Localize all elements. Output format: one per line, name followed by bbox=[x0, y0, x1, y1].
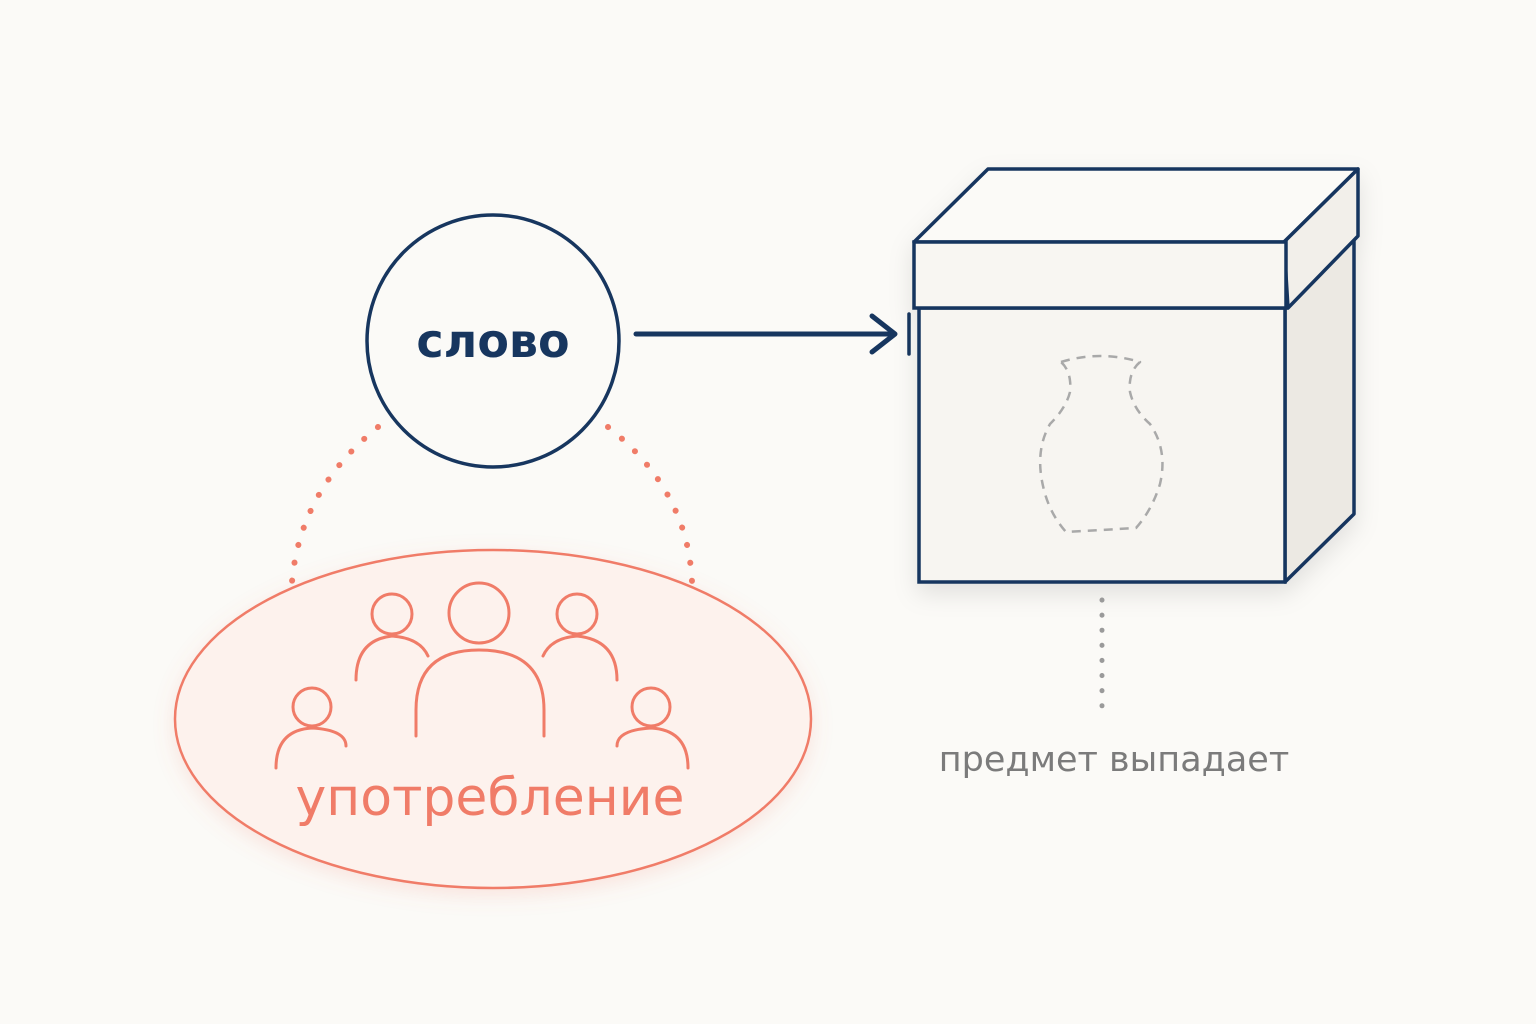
caption-label: предмет выпадает bbox=[939, 740, 1289, 780]
vase-outline-icon bbox=[1038, 354, 1164, 534]
word-node: слово bbox=[365, 213, 621, 469]
box-lid-top bbox=[912, 167, 1360, 244]
usage-group: употребление bbox=[173, 548, 813, 890]
left-dotted-connector bbox=[289, 424, 381, 585]
word-label: слово bbox=[416, 314, 569, 368]
arrow-icon bbox=[633, 312, 911, 356]
box-icon bbox=[912, 167, 1360, 584]
box-lid-front bbox=[912, 240, 1288, 310]
usage-ellipse bbox=[173, 548, 813, 890]
right-dotted-connector bbox=[605, 424, 695, 585]
box-front bbox=[917, 306, 1287, 584]
word-circle bbox=[365, 213, 621, 469]
usage-label: употребление bbox=[296, 768, 685, 828]
group-of-people-icon bbox=[274, 581, 690, 770]
